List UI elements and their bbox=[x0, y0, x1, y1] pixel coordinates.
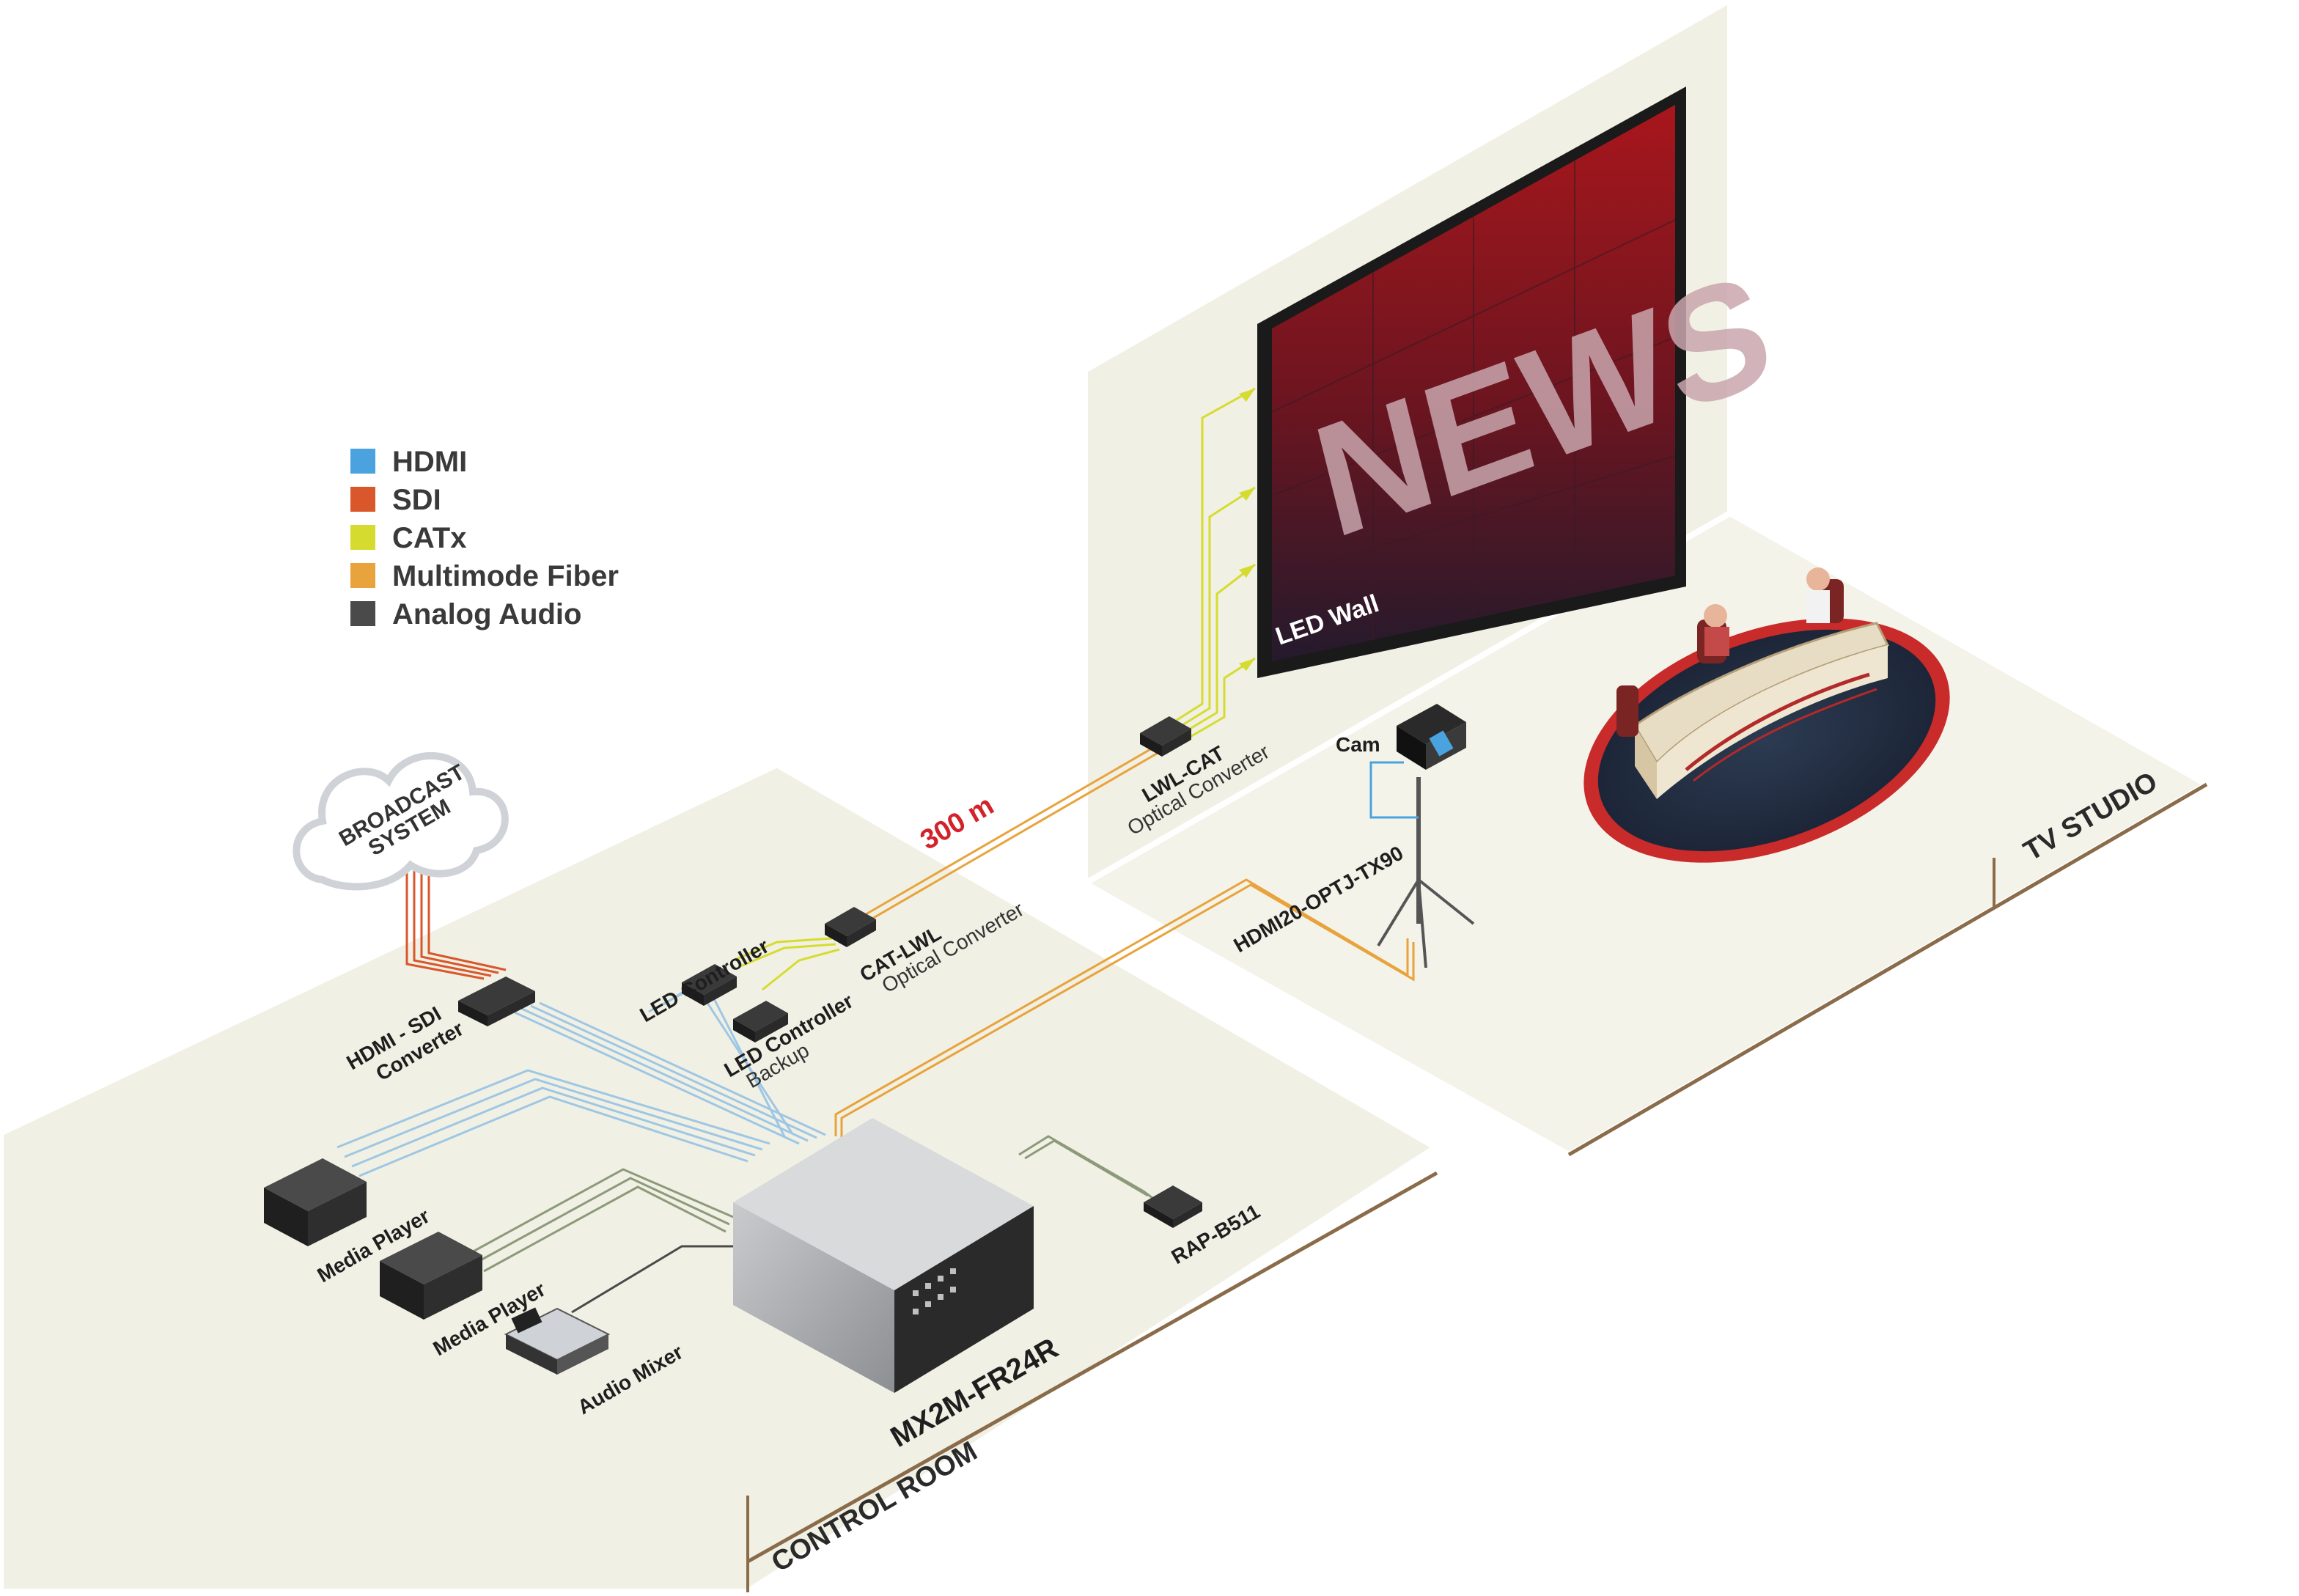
sdi-cloud-cables bbox=[405, 858, 507, 980]
camera-hdmi-cable bbox=[1369, 761, 1419, 819]
catx-controller-cables bbox=[732, 937, 840, 991]
legend-swatch-hdmi bbox=[350, 449, 375, 474]
media-player-2-icon bbox=[380, 1232, 482, 1320]
lwl-cat-converter-icon bbox=[1140, 716, 1191, 757]
audio-mixer-icon bbox=[504, 1307, 611, 1375]
studio-edge bbox=[1567, 782, 2208, 1157]
legend-label-audio: Analog Audio bbox=[392, 598, 581, 630]
control-room-edge bbox=[746, 1171, 1438, 1564]
legend-item-sdi: SDI bbox=[350, 484, 441, 516]
legend-item-hdmi: HDMI bbox=[350, 446, 467, 478]
legend-label-catx: CATx bbox=[392, 522, 466, 554]
distance-label: 300 m bbox=[916, 790, 999, 856]
legend-item-audio: Analog Audio bbox=[350, 598, 581, 630]
legend-swatch-fiber bbox=[350, 563, 375, 588]
analog-audio-cable bbox=[571, 1245, 740, 1314]
legend-label-fiber: Multimode Fiber bbox=[392, 560, 619, 592]
catx-wall-arrows bbox=[1239, 389, 1255, 671]
broadcast-cloud-icon: BROADCAST SYSTEM bbox=[293, 751, 509, 891]
legend-item-fiber: Multimode Fiber bbox=[350, 560, 619, 592]
led-controller-icon bbox=[682, 964, 737, 1006]
fiber-300m-link bbox=[839, 739, 1170, 937]
news-desk-set-icon bbox=[1583, 567, 1950, 863]
legend-swatch-audio bbox=[350, 601, 375, 626]
matrix-switcher-icon bbox=[733, 1118, 1034, 1393]
led-controller-backup-icon bbox=[733, 1001, 788, 1042]
control-room-floor bbox=[0, 760, 1444, 1596]
cam-label: Cam bbox=[1336, 733, 1380, 756]
legend-swatch-sdi bbox=[350, 487, 375, 512]
led-wall-grid bbox=[1271, 161, 1676, 640]
fiber-camera-link bbox=[834, 878, 1415, 1140]
legend-item-catx: CATx bbox=[350, 522, 466, 554]
legend-label-hdmi: HDMI bbox=[392, 446, 467, 478]
rap-b511-icon bbox=[1144, 1185, 1202, 1228]
media-player-1-icon bbox=[264, 1158, 367, 1246]
legend-swatch-catx bbox=[350, 525, 375, 550]
cat-lwl-converter-icon bbox=[825, 907, 876, 947]
audio-cables bbox=[468, 1135, 1159, 1273]
camera-icon bbox=[1377, 704, 1475, 968]
hdmi-sdi-converter-icon bbox=[458, 977, 535, 1026]
legend-label-sdi: SDI bbox=[392, 484, 441, 516]
legend: HDMI SDI CATx Multimode Fiber Analog Aud… bbox=[350, 446, 619, 630]
catx-wall-cables bbox=[1161, 387, 1256, 742]
